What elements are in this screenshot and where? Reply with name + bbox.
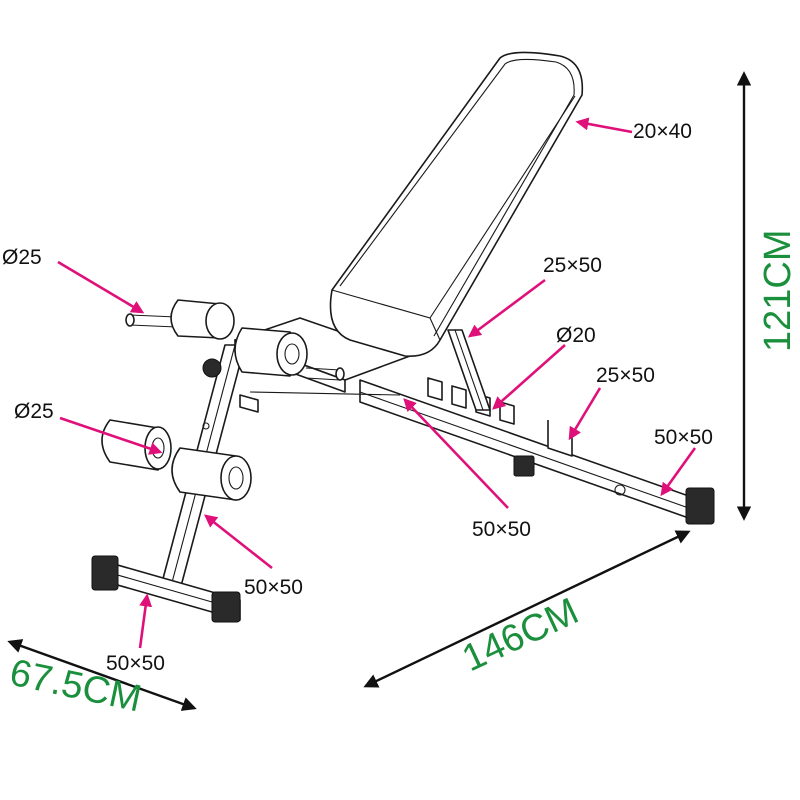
rear-foot-cap-left: [513, 455, 535, 477]
rear-foot-cap-right: [685, 487, 715, 525]
length-dimension-arrow: [363, 530, 691, 688]
front-foot-cap-left: [91, 555, 119, 591]
callout-arrow-pin: [492, 344, 566, 410]
callout-arrow-backrest-support: [467, 278, 546, 338]
upper-leg-roller: [125, 299, 345, 381]
callout-arrow-front-column: [203, 514, 273, 570]
length-dimension-label: 146CM: [456, 590, 585, 680]
callout-arrow-main-rail: [403, 398, 509, 509]
label-backrest-support: 25×50: [543, 254, 602, 277]
backrest: [329, 51, 584, 357]
label-top-left-rod: Ø25: [2, 246, 42, 269]
callout-arrow-rear-foot: [660, 447, 697, 497]
bench-drawing: [91, 51, 715, 623]
label-main-rail: 50×50: [472, 518, 531, 541]
callout-arrow-lower-rod: [59, 416, 163, 455]
callout-arrow-front-foot: [138, 593, 153, 649]
dimension-arrows: [7, 71, 752, 711]
label-lower-rod: Ø25: [14, 400, 54, 423]
label-rear-foot: 50×50: [654, 426, 713, 449]
callout-arrow-backrest: [575, 117, 633, 134]
rear-frame: [359, 377, 715, 525]
width-dimension-arrow: [7, 639, 197, 711]
callout-labels: 20×40 Ø25 25×50 Ø20 25×50 50×50 Ø25 50×5…: [2, 120, 713, 675]
label-front-foot: 50×50: [106, 652, 165, 675]
lower-leg-roller: [101, 419, 252, 501]
front-foot-cap-right: [211, 591, 241, 623]
backrest-support: [447, 329, 491, 411]
callout-arrows: [57, 117, 697, 649]
label-front-column: 50×50: [244, 576, 303, 599]
label-pin: Ø20: [556, 324, 596, 347]
callout-arrow-right-bracket: [568, 387, 602, 441]
callout-arrow-top-left-rod: [57, 260, 145, 314]
height-dimension-label: 121CM: [757, 230, 799, 353]
label-right-bracket: 25×50: [596, 364, 655, 387]
label-backrest: 20×40: [633, 120, 692, 143]
